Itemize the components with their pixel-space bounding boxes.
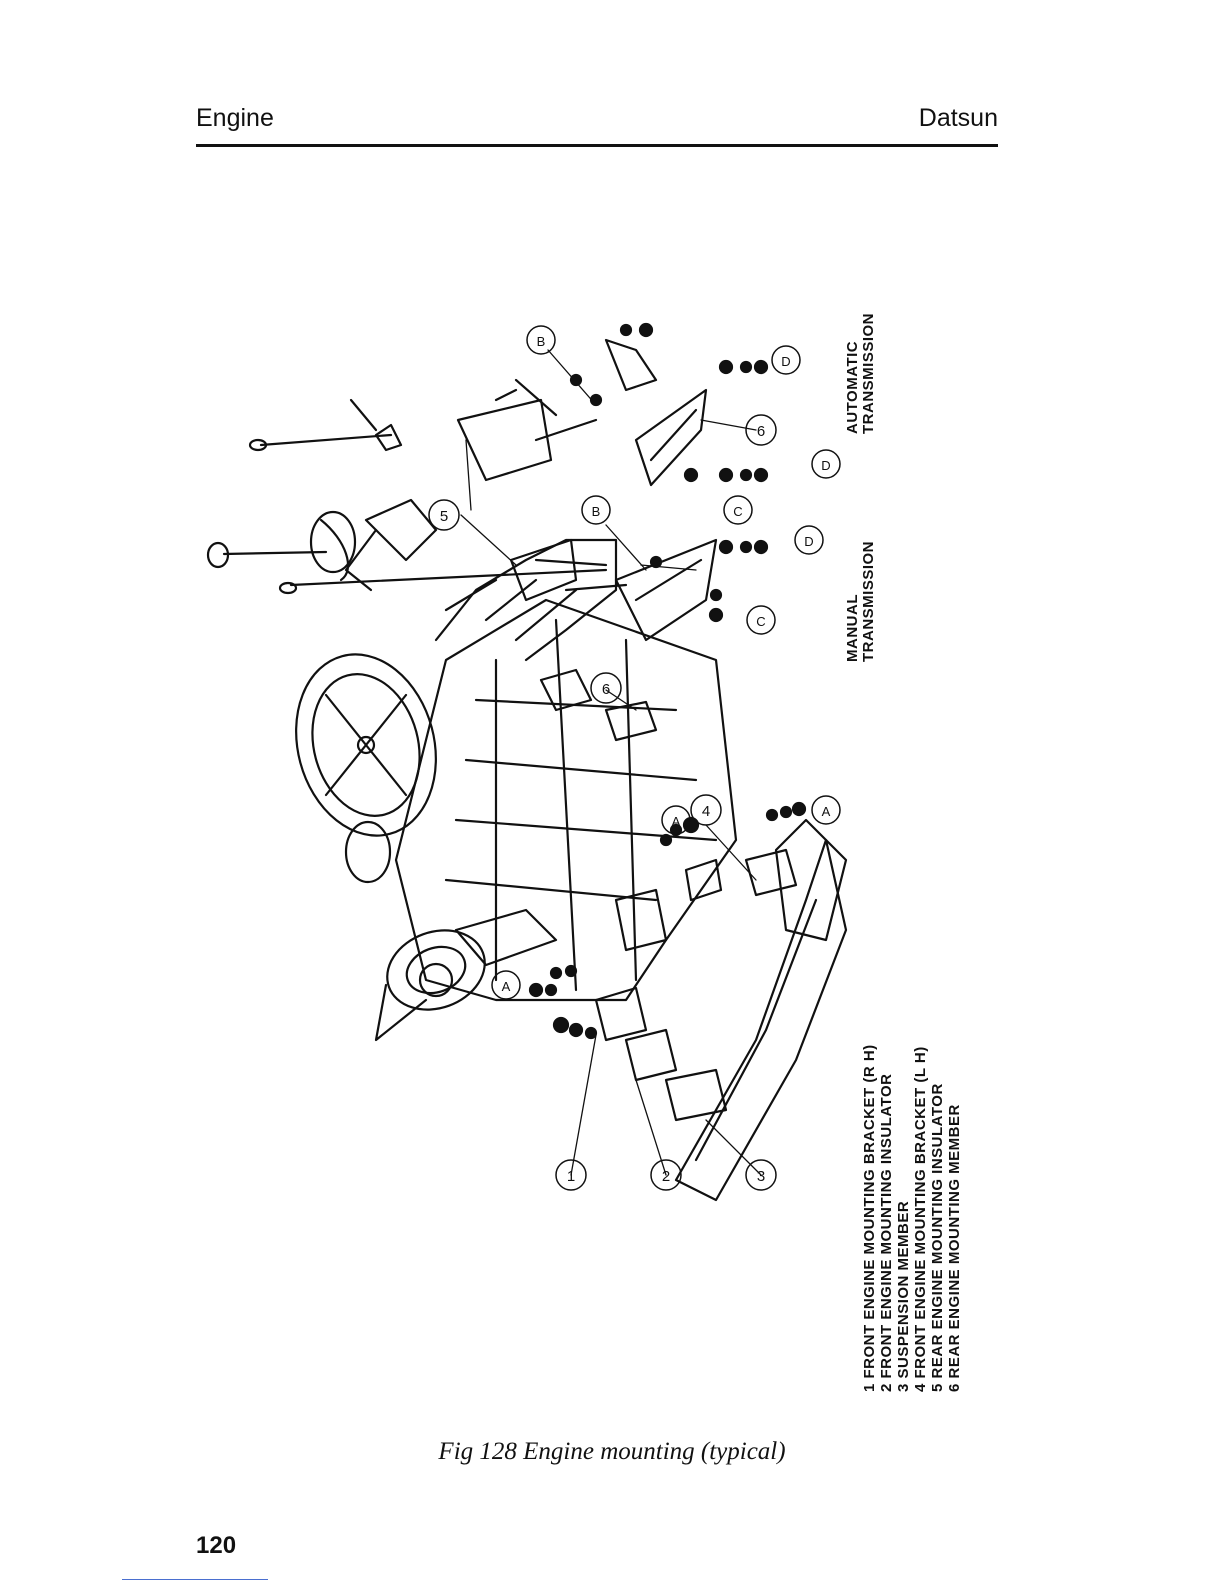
callout-1: 1 — [567, 1168, 575, 1185]
parts-legend: 1 FRONT ENGINE MOUNTING BRACKET (R H) 2 … — [861, 1044, 964, 1392]
running-header-right: Datsun — [918, 104, 998, 132]
callout-6-automatic: 6 — [757, 423, 765, 440]
callout-d-3: D — [781, 354, 790, 369]
front-pulleys — [374, 929, 486, 1042]
gear-lever — [206, 510, 357, 582]
callout-c-2: C — [733, 504, 742, 519]
legend-item: 2 FRONT ENGINE MOUNTING INSULATOR — [878, 1073, 895, 1392]
callout-a-1: A — [502, 979, 511, 994]
callout-text: 1 2 3 4 5 6 6 A A A B B C C D D D — [440, 334, 831, 1185]
figure-caption: Fig 128 Engine mounting (typical) — [438, 1438, 786, 1465]
page-number: 120 — [196, 1532, 237, 1559]
callout-a-3: A — [822, 804, 831, 819]
engine-block — [394, 598, 738, 1002]
legend-item: 4 FRONT ENGINE MOUNTING BRACKET (L H) — [912, 1046, 929, 1392]
legend-item: 3 SUSPENSION MEMBER — [895, 1200, 912, 1392]
legend-item: 1 FRONT ENGINE MOUNTING BRACKET (R H) — [861, 1044, 878, 1392]
callout-b-1: B — [592, 504, 601, 519]
manual-transmission-label: MANUAL TRANSMISSION — [844, 540, 877, 662]
air-cleaner — [295, 653, 437, 837]
legend-item: 6 REAR ENGINE MOUNTING MEMBER — [946, 1104, 963, 1392]
callout-d-1: D — [804, 534, 813, 549]
callout-2: 2 — [662, 1168, 670, 1185]
engine-mounting-drawing: 1 2 3 4 5 6 6 A A A B B C C D D D — [206, 322, 848, 1202]
callout-c-1: C — [756, 614, 765, 629]
callout-b-2: B — [537, 334, 546, 349]
leader-lines — [460, 349, 762, 1176]
callout-5: 5 — [440, 508, 448, 525]
callout-d-2: D — [821, 458, 830, 473]
callout-circles — [428, 325, 841, 1191]
running-header-left: Engine — [196, 104, 274, 132]
rear-mount-manual — [278, 538, 718, 642]
callout-a-2: A — [672, 814, 681, 829]
fasteners — [528, 322, 807, 1040]
suspension-member — [674, 818, 848, 1202]
oil-filter — [344, 820, 392, 884]
callout-6-manual: 6 — [602, 681, 610, 698]
footer-rule — [122, 1579, 268, 1580]
legend-item: 5 REAR ENGINE MOUNTING INSULATOR — [929, 1083, 946, 1392]
callout-4: 4 — [702, 803, 710, 820]
front-mount-parts — [594, 848, 798, 1122]
callout-3: 3 — [757, 1168, 765, 1185]
rear-mount-automatic — [248, 338, 708, 487]
gearbox — [344, 498, 618, 662]
automatic-transmission-label: AUTOMATIC TRANSMISSION — [844, 312, 877, 434]
header-rule — [196, 144, 998, 147]
